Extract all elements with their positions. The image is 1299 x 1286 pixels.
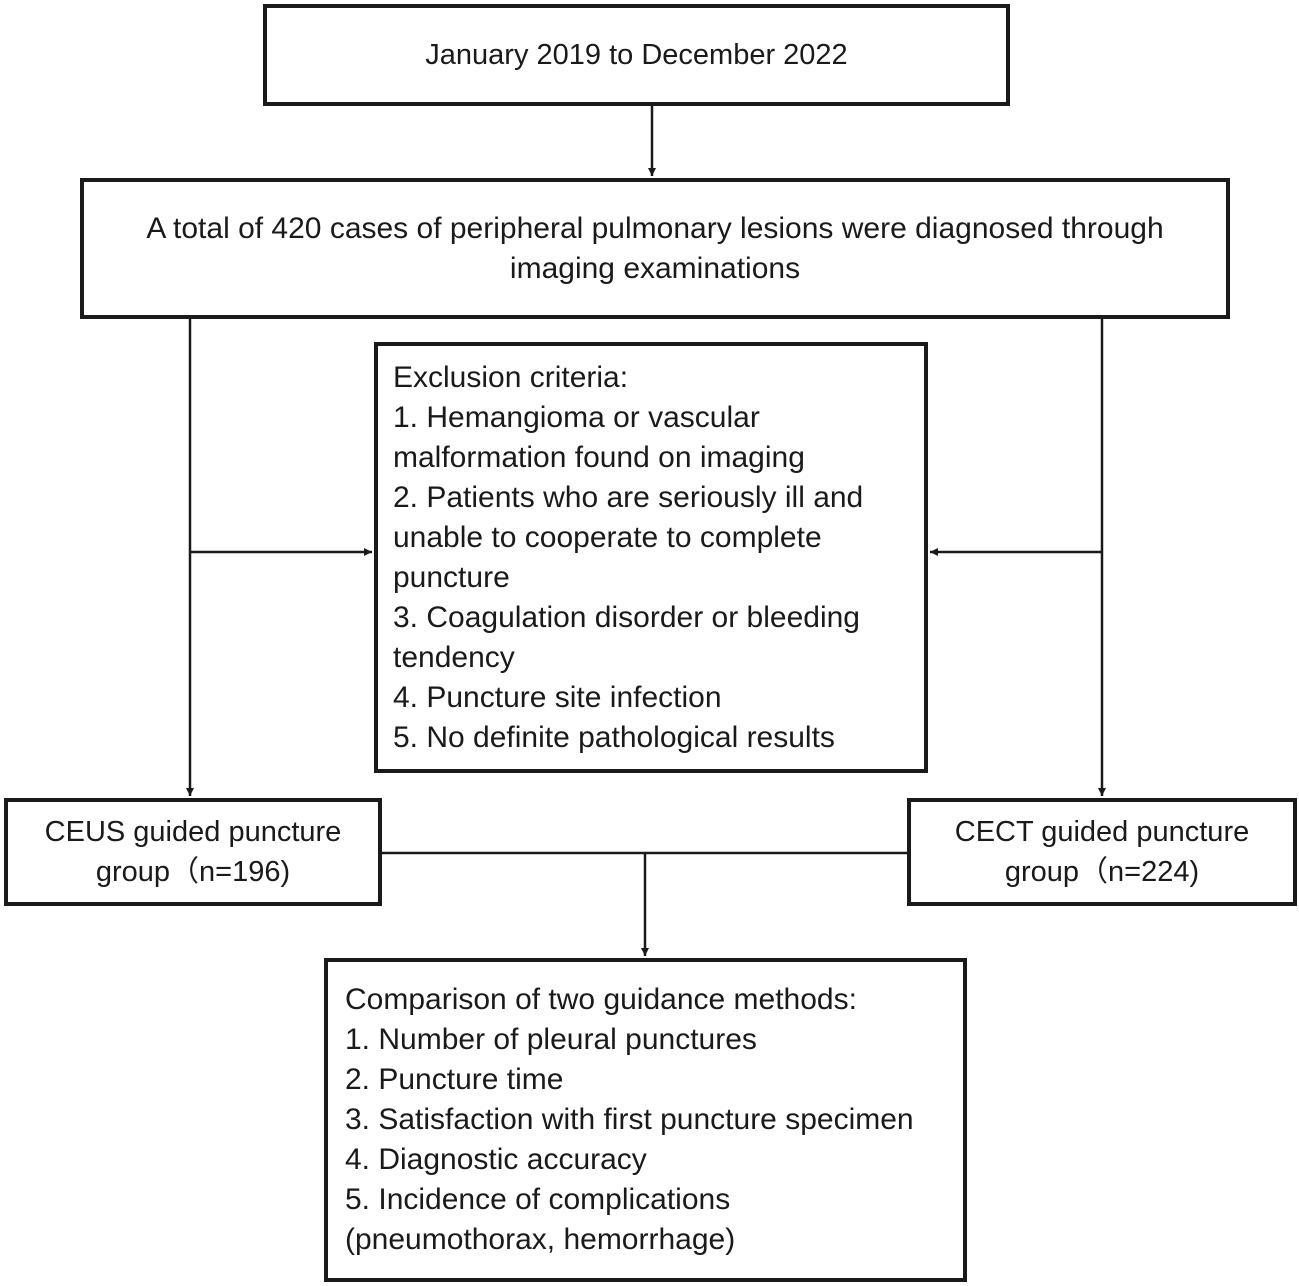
ceus-group-box: CEUS guided puncture group（n=196) [4, 798, 382, 906]
comparison-item: 4. Diagnostic accuracy [345, 1143, 647, 1176]
exclusion-item: 3. Coagulation disorder or bleeding [393, 600, 860, 634]
cect-group-box: CECT guided puncture group（n=224) [907, 798, 1297, 906]
exclusion-item: puncture [393, 560, 510, 594]
exclusion-criteria-box: Exclusion criteria: 1. Hemangioma or vas… [374, 342, 928, 773]
exclusion-item: 2. Patients who are seriously ill and [393, 480, 864, 514]
period-box: January 2019 to December 2022 [263, 4, 1010, 106]
comparison-item: 3. Satisfaction with first puncture spec… [345, 1103, 914, 1136]
cect-group-line: group（n=224) [1004, 856, 1200, 888]
comparison-item: (pneumothorax, hemorrhage) [345, 1223, 736, 1256]
ceus-group-line: CEUS guided puncture [44, 816, 342, 848]
exclusion-item: 4. Puncture site infection [393, 680, 722, 714]
period-text: January 2019 to December 2022 [425, 38, 848, 71]
total-cases-box: A total of 420 cases of peripheral pulmo… [80, 178, 1230, 319]
exclusion-item: 5. No definite pathological results [393, 720, 835, 754]
comparison-item: 5. Incidence of complications [345, 1183, 731, 1216]
total-cases-line: A total of 420 cases of peripheral pulmo… [146, 211, 1164, 245]
ceus-group-line: group（n=196) [95, 856, 291, 888]
cect-group-line: CECT guided puncture [954, 816, 1250, 848]
comparison-item: 2. Puncture time [345, 1063, 564, 1096]
exclusion-item: malformation found on imaging [393, 440, 805, 474]
comparison-item: 1. Number of pleural punctures [345, 1023, 757, 1056]
comparison-box: Comparison of two guidance methods: 1. N… [324, 958, 967, 1282]
comparison-heading: Comparison of two guidance methods: [345, 983, 857, 1016]
exclusion-item: unable to cooperate to complete [393, 520, 822, 554]
exclusion-item: 1. Hemangioma or vascular [393, 400, 760, 434]
exclusion-item: tendency [393, 640, 515, 674]
total-cases-line: imaging examinations [509, 251, 801, 285]
exclusion-heading: Exclusion criteria: [393, 360, 629, 394]
